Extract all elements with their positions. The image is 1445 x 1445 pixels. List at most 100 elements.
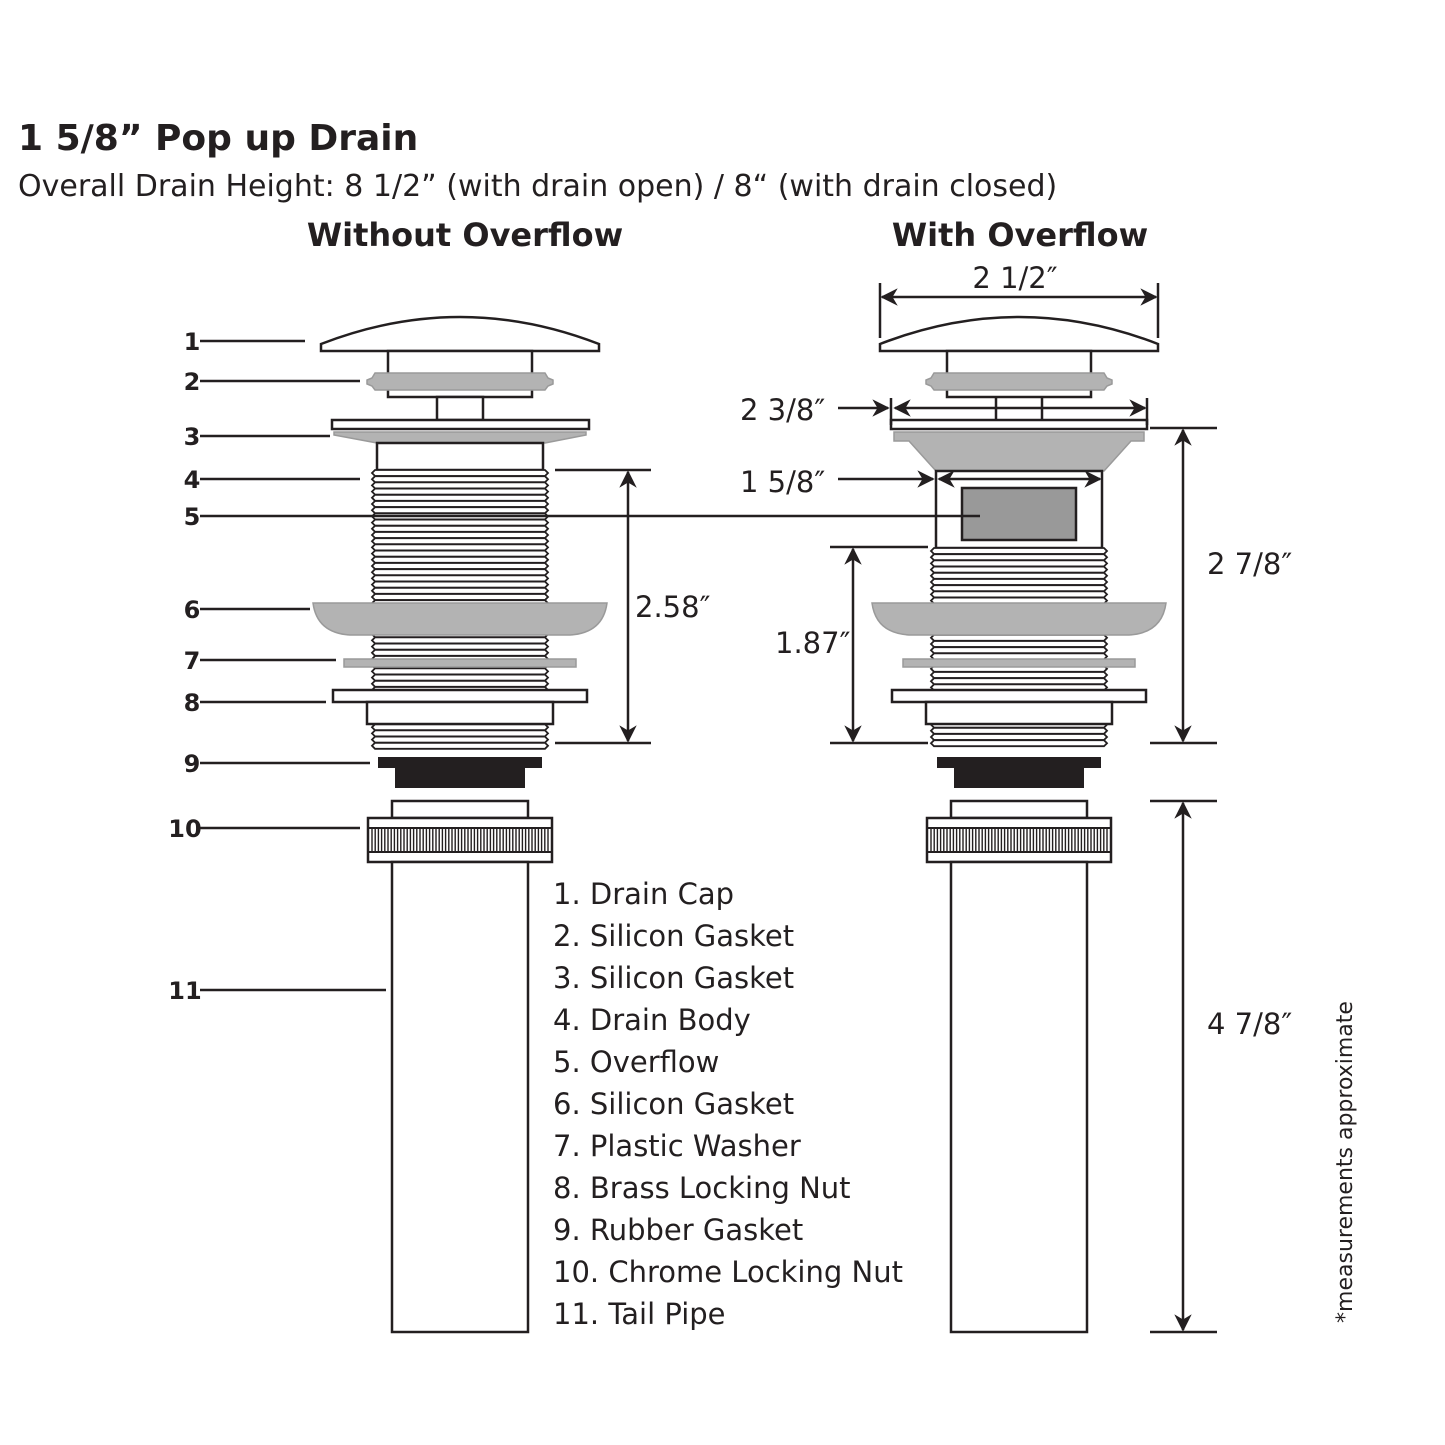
thread-ridge — [370, 673, 550, 682]
drain-cap — [319, 315, 601, 353]
silicon-gasket-6 — [312, 602, 608, 636]
part-item: 1. Drain Cap — [553, 877, 734, 911]
part-item: 7. Plastic Washer — [553, 1129, 801, 1163]
thread-ridge — [929, 677, 1109, 686]
thread-ridge — [929, 726, 1109, 735]
thread-ridge — [370, 555, 550, 564]
callout-3: 3 — [184, 423, 330, 451]
thread-ridge — [370, 469, 550, 477]
thread-ridge — [370, 493, 550, 502]
thread-ridge — [370, 506, 550, 515]
tail-pipe — [949, 860, 1089, 1334]
drain-without-overflow — [312, 315, 608, 1334]
drain-with-overflow — [871, 315, 1167, 1334]
body-lower-collar — [924, 700, 1114, 726]
thread-ridge — [370, 586, 550, 595]
thread-ridge — [929, 640, 1109, 648]
svg-text:2 7/8″: 2 7/8″ — [1207, 547, 1292, 581]
chrome-nut-collar — [390, 799, 530, 820]
callout-2: 2 — [184, 368, 360, 396]
svg-text:7: 7 — [184, 647, 201, 675]
silicon-gasket-2 — [366, 372, 554, 391]
measurements-note: *measurements approximate — [1333, 1001, 1358, 1323]
callout-1: 1 — [184, 328, 305, 356]
nut-outline — [366, 816, 554, 864]
thread-ridge — [370, 524, 550, 533]
body-lower-collar — [365, 700, 555, 726]
flange — [330, 418, 591, 431]
tail-pipe — [390, 860, 530, 1334]
stem-neck — [435, 395, 485, 422]
thread-ridge — [370, 481, 550, 490]
svg-text:4 7/8″: 4 7/8″ — [1207, 1007, 1292, 1041]
flange — [889, 418, 1149, 431]
thread-ridge — [929, 565, 1109, 574]
thread-ridge — [370, 475, 550, 484]
silicon-gasket-3 — [893, 431, 1145, 472]
parts-list: 1. Drain Cap 2. Silicon Gasket 3. Silico… — [553, 877, 903, 1331]
thread-ridge — [929, 739, 1109, 748]
thread-ridge — [370, 729, 550, 738]
svg-text:1: 1 — [184, 328, 201, 356]
thread-ridge — [929, 671, 1109, 679]
plastic-washer — [343, 658, 577, 668]
thread-ridge — [929, 571, 1109, 580]
callout-8: 8 — [184, 689, 326, 717]
thread-ridge — [370, 593, 550, 601]
thread-ridge — [929, 559, 1109, 568]
thread-ridge — [929, 733, 1109, 741]
part-item: 4. Drain Body — [553, 1003, 751, 1037]
thread-ridge — [370, 531, 550, 539]
thread-ridge — [370, 741, 550, 750]
plastic-washer — [902, 658, 1136, 668]
thread-ridge — [370, 500, 550, 508]
dimension-tail-pipe: 4 7/8″ — [1150, 799, 1292, 1334]
thread-ridge — [370, 636, 550, 645]
silicon-gasket-6 — [871, 602, 1167, 636]
svg-text:6: 6 — [184, 596, 201, 624]
svg-text:8: 8 — [184, 689, 201, 717]
thread-ridge — [370, 487, 550, 496]
thread-ridge — [370, 518, 550, 527]
silicon-gasket-3 — [333, 431, 587, 444]
rubber-gasket-top — [378, 757, 542, 768]
part-item: 9. Rubber Gasket — [553, 1213, 803, 1247]
svg-text:1.87″: 1.87″ — [775, 626, 851, 660]
thread-ridge — [370, 562, 550, 570]
part-item: 3. Silicon Gasket — [553, 961, 794, 995]
header-without-overflow: Without Overflow — [307, 216, 623, 254]
silicon-gasket-2 — [925, 372, 1113, 391]
callout-10: 10 — [168, 815, 360, 843]
thread-ridge — [370, 642, 550, 651]
thread-ridge — [929, 590, 1109, 599]
rubber-gasket-bottom — [395, 767, 525, 788]
part-item: 11. Tail Pipe — [553, 1297, 726, 1331]
overflow-opening — [960, 486, 1078, 542]
svg-text:10: 10 — [168, 815, 201, 843]
dimension-right-body: 2 7/8″ — [1150, 426, 1292, 745]
part-item: 10. Chrome Locking Nut — [553, 1255, 903, 1289]
callout-11: 11 — [168, 977, 386, 1005]
part-item: 6. Silicon Gasket — [553, 1087, 794, 1121]
brass-locking-nut — [890, 688, 1148, 704]
dimension-flange-width: 2 3/8″ — [740, 393, 1149, 427]
part-item: 2. Silicon Gasket — [553, 919, 794, 953]
thread-ridge — [929, 646, 1109, 655]
thread-ridge — [370, 679, 550, 688]
chrome-locking-nut — [925, 816, 1113, 864]
thread-ridge — [370, 574, 550, 583]
thread-ridge — [370, 537, 550, 546]
nut-outline — [925, 816, 1113, 864]
svg-text:2: 2 — [184, 368, 201, 396]
svg-text:1 5/8″: 1 5/8″ — [740, 465, 825, 499]
thread-ridge — [929, 547, 1109, 555]
drain-body-top — [375, 441, 545, 472]
thread-ridge — [370, 549, 550, 558]
thread-ridge — [370, 543, 550, 552]
thread-ridge — [929, 584, 1109, 593]
svg-text:4: 4 — [184, 466, 201, 494]
svg-text:9: 9 — [184, 750, 201, 778]
svg-text:5: 5 — [184, 503, 201, 531]
callout-7: 7 — [184, 647, 336, 675]
brass-locking-nut — [331, 688, 589, 704]
